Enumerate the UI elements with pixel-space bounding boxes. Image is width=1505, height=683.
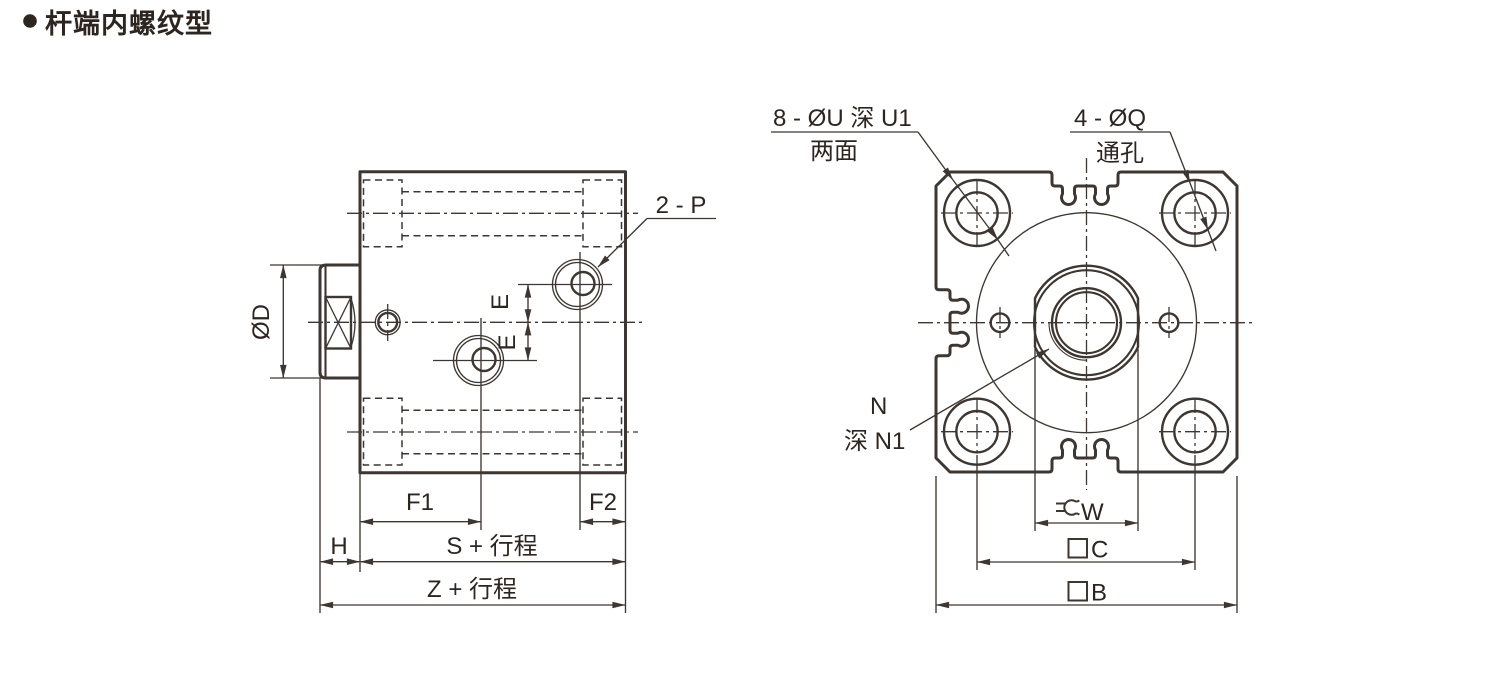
cylinder-bore-circle	[975, 212, 1198, 434]
ports-leader	[597, 217, 716, 268]
dim-rod-thread-depth: 深 N1	[844, 428, 905, 455]
dim-port-offset-lower: E	[494, 334, 521, 350]
cylinder-body-outline	[318, 170, 627, 475]
side-view-dimensions: ØD 2 - P E E F1 F2 H S	[248, 192, 716, 613]
thread-drill-arc	[350, 298, 356, 348]
mount-hole-top-right	[1160, 178, 1230, 248]
side-pin-hole-right	[1158, 312, 1180, 334]
through-holes-leader	[1070, 131, 1217, 252]
dim-port-offset-upper: E	[487, 294, 514, 310]
dim-ports: 2 - P	[656, 192, 707, 219]
front-view-dimensions: W C B 8 - ØU 深 U1 两面	[771, 105, 1238, 613]
side-view-drawing: ØD 2 - P E E F1 F2 H S	[248, 170, 716, 613]
dim-rod-thread: N	[870, 393, 887, 420]
dim-mount-holes: 8 - ØU 深 U1	[773, 105, 912, 132]
square-symbol	[1067, 581, 1088, 602]
mount-holes-leader	[771, 131, 1010, 257]
side-pin-hole-left	[989, 312, 1011, 334]
dim-mount-holes-note: 两面	[810, 138, 858, 165]
air-port-upper	[518, 252, 612, 530]
rod-internal-thread-box	[324, 295, 353, 350]
rod-thread-arc	[1048, 322, 1087, 361]
front-view-drawing: W C B 8 - ØU 深 U1 两面	[771, 105, 1254, 613]
dim-through-holes: 4 - ØQ	[1074, 105, 1146, 132]
dim-b: B	[1091, 580, 1107, 607]
page-title: 杆端内螺纹型	[23, 9, 213, 39]
dim-rod-diameter: ØD	[248, 304, 275, 340]
dim-s-plus-stroke: S + 行程	[446, 533, 537, 560]
dim-wrench-flats: W	[1081, 499, 1104, 526]
end-plate-outline	[934, 170, 1239, 474]
front-view-centerlines	[918, 158, 1254, 490]
square-symbol	[1067, 538, 1088, 559]
page-title-text: 杆端内螺纹型	[45, 9, 213, 39]
dim-f1: F1	[406, 489, 434, 516]
rod-thread-leader	[909, 348, 1050, 431]
air-port-lower	[433, 318, 537, 530]
dim-c: C	[1091, 537, 1108, 564]
mount-hole-top-left	[942, 178, 1012, 248]
dim-h: H	[330, 533, 347, 560]
dim-f2: F2	[589, 489, 617, 516]
wrench-icon	[1056, 499, 1080, 516]
piston-rod-end	[318, 263, 360, 380]
center-pin-hole	[374, 309, 401, 336]
bullet-icon	[23, 14, 37, 28]
dim-through-holes-note: 通孔	[1096, 140, 1144, 167]
rod-boss-hub	[1032, 264, 1141, 381]
dim-z-plus-stroke: Z + 行程	[427, 576, 517, 603]
